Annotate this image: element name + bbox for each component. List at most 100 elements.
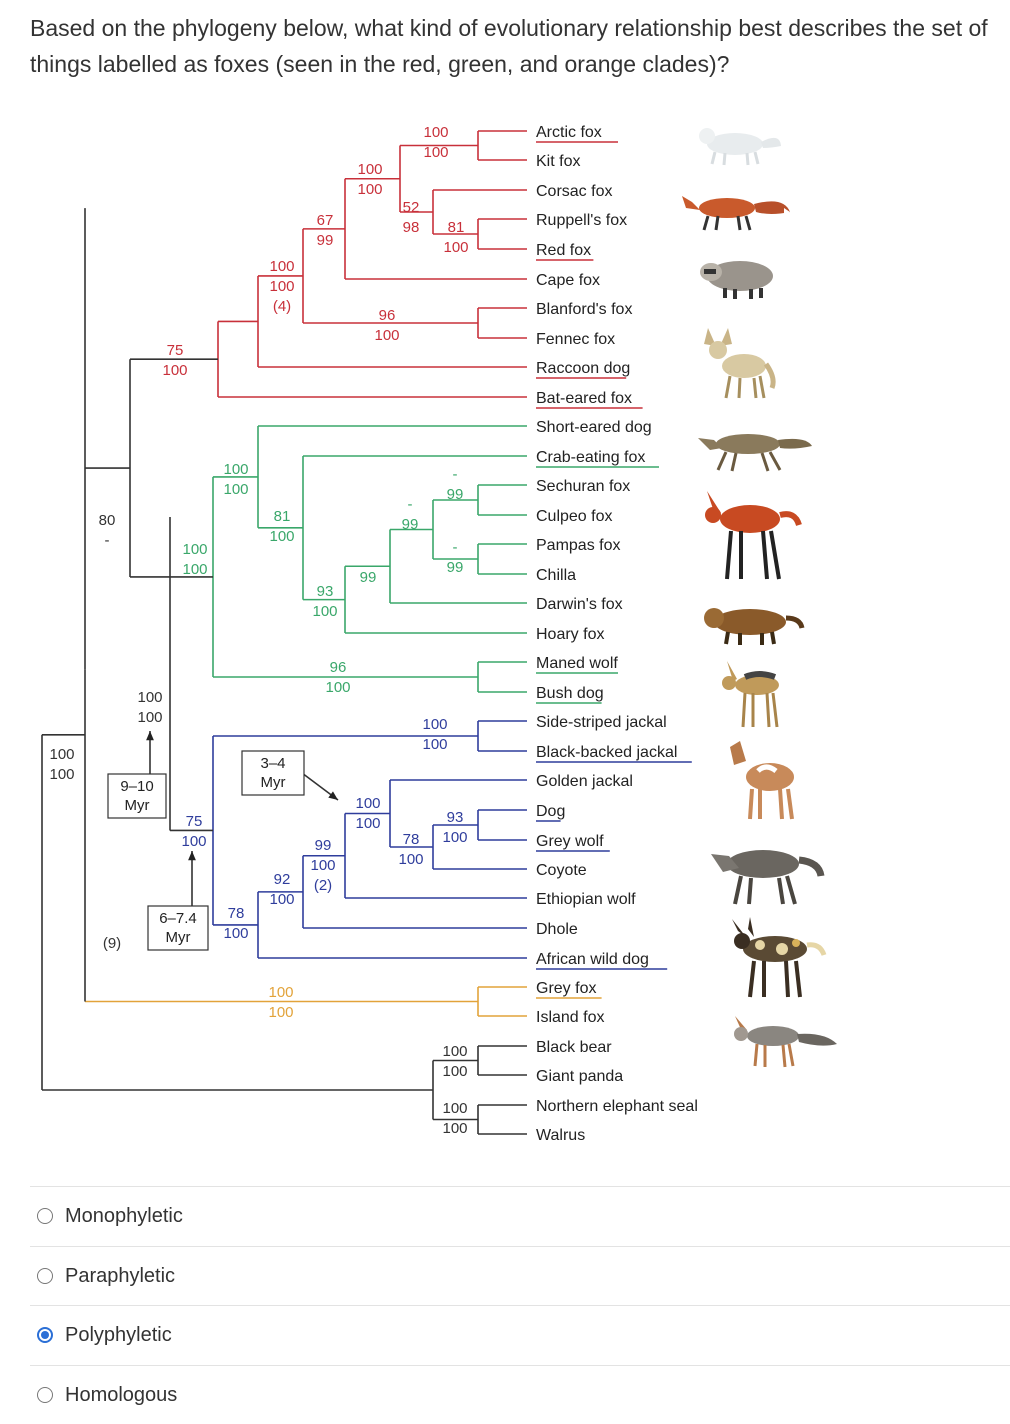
support-value: 100: [325, 679, 350, 696]
radio-button[interactable]: [37, 1387, 53, 1403]
tip-label: African wild dog: [536, 951, 649, 968]
tip-label: Sechuran fox: [536, 478, 630, 495]
date-box: [107, 773, 167, 819]
support-value: 100: [182, 561, 207, 578]
tip-label: Darwin's fox: [536, 596, 623, 613]
grey-fox-icon: [734, 1016, 837, 1068]
support-value: 100: [374, 327, 399, 344]
arctic-fox-icon: [699, 128, 781, 166]
support-value: 100: [223, 481, 248, 498]
maned-wolf-icon: [705, 491, 802, 580]
tip-label: Culpeo fox: [536, 508, 613, 525]
date-value: Myr: [125, 797, 150, 814]
date-value: 6–7.4: [159, 910, 197, 927]
option-monophyletic[interactable]: Monophyletic: [30, 1186, 1010, 1245]
option-label: Monophyletic: [65, 1204, 183, 1227]
support-value: (2): [314, 877, 332, 894]
date-value: 9–10: [120, 778, 153, 795]
radio-button[interactable]: [37, 1268, 53, 1284]
support-value: 100: [137, 709, 162, 726]
support-value: 81: [448, 219, 465, 236]
support-value: 100: [162, 362, 187, 379]
support-value: 100: [442, 1063, 467, 1080]
option-label: Polyphyletic: [65, 1323, 172, 1346]
tip-label: Dhole: [536, 921, 578, 938]
tip-label: Side-striped jackal: [536, 714, 667, 731]
option-homologous[interactable]: Homologous: [30, 1365, 1010, 1424]
support-value: 93: [317, 583, 334, 600]
support-value: 100: [423, 144, 448, 161]
tip-label: Ruppell's fox: [536, 212, 627, 229]
radio-button[interactable]: [37, 1208, 53, 1224]
tip-label: Bat-eared fox: [536, 390, 632, 407]
support-value: 93: [447, 809, 464, 826]
tip-label: Walrus: [536, 1127, 585, 1144]
support-value: 75: [186, 813, 203, 830]
option-polyphyletic[interactable]: Polyphyletic: [30, 1305, 1010, 1364]
support-value: 100: [137, 689, 162, 706]
african-wild-dog-icon: [732, 917, 827, 998]
support-value: 100: [269, 528, 294, 545]
support-value: 100: [355, 795, 380, 812]
support-value: 99: [447, 559, 464, 576]
date-value: 3–4: [260, 755, 285, 772]
grey-wolf-icon: [711, 850, 825, 905]
tip-label: Crab-eating fox: [536, 449, 645, 466]
tip-label: Maned wolf: [536, 655, 618, 672]
support-value: 100: [49, 746, 74, 763]
support-value: 100: [49, 766, 74, 783]
support-value: 100: [269, 278, 294, 295]
support-value: 67: [317, 212, 334, 229]
support-value: 99: [402, 516, 419, 533]
arrow-head: [328, 791, 338, 800]
support-value: 75: [167, 342, 184, 359]
radio-button-selected[interactable]: [37, 1327, 53, 1343]
support-values: 100 100 100 100 52 98 81 100 67 99 100 100 (4) 96 100 7…: [49, 124, 468, 1137]
support-value: -: [453, 466, 458, 483]
tip-label: Grey fox: [536, 980, 596, 997]
support-value: 100: [312, 603, 337, 620]
support-value: 98: [403, 219, 420, 236]
tip-label: Raccoon dog: [536, 360, 630, 377]
support-value: 52: [403, 199, 420, 216]
jackal-icon: [722, 661, 779, 728]
tip-label: Dog: [536, 803, 565, 820]
crab-eating-fox-icon: [698, 434, 812, 472]
tip-label: Hoary fox: [536, 626, 604, 643]
tip-label: Northern elephant seal: [536, 1098, 698, 1115]
support-value: 99: [360, 569, 377, 586]
question-text: Based on the phylogeny below, what kind …: [30, 15, 988, 77]
tip-label: Island fox: [536, 1009, 604, 1026]
support-value: 100: [422, 736, 447, 753]
red-fox-icon: [682, 196, 790, 231]
support-value: 80: [99, 512, 116, 529]
support-value: 100: [442, 1120, 467, 1137]
tip-label: Pampas fox: [536, 537, 620, 554]
support-value: 99: [447, 486, 464, 503]
support-value: 100: [268, 1004, 293, 1021]
support-value: 99: [315, 837, 332, 854]
date-value: Myr: [166, 929, 191, 946]
tip-label: Arctic fox: [536, 124, 602, 141]
support-value: 100: [310, 857, 335, 874]
support-value: 78: [403, 831, 420, 848]
tip-label: Fennec fox: [536, 331, 615, 348]
support-value: 96: [379, 307, 396, 324]
support-value: -: [453, 539, 458, 556]
support-value: 100: [223, 461, 248, 478]
support-value: 100: [268, 984, 293, 1001]
support-value: 100: [357, 161, 382, 178]
date-value: Myr: [261, 774, 286, 791]
tip-label: Grey wolf: [536, 833, 604, 850]
support-value: 96: [330, 659, 347, 676]
support-value: 81: [274, 508, 291, 525]
support-value: 100: [423, 124, 448, 141]
tip-label: Chilla: [536, 567, 576, 584]
option-paraphyletic[interactable]: Paraphyletic: [30, 1246, 1010, 1305]
support-value: 100: [422, 716, 447, 733]
support-value: 100: [269, 258, 294, 275]
support-value: (4): [273, 298, 291, 315]
phylogeny-tree: 100 100 100 100 52 98 81 100 67 99 100 100 (4) 96 100 7…: [41, 124, 698, 1144]
